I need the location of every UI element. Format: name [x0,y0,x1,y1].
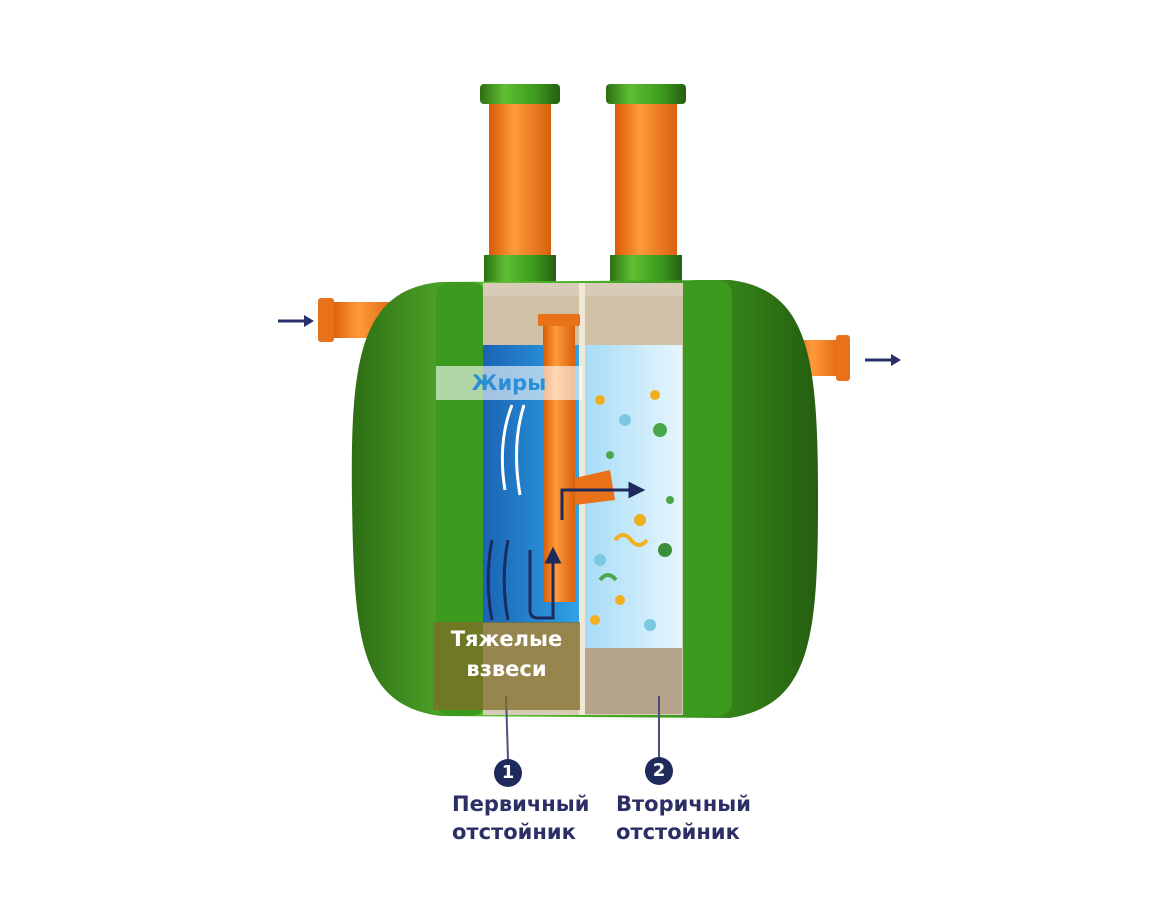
heavy-solids-line1: Тяжелые [450,627,563,651]
inflow-arrow-icon [278,315,314,327]
bacteria-illustration [590,390,674,631]
chamber-label-2: Вторичный отстойник [616,790,751,846]
heavy-solids-line2: взвеси [466,657,547,681]
rising-flow-arrows [500,404,526,496]
outflow-arrow-icon [865,354,901,366]
heavy-solids-label: Тяжелые взвеси [433,622,580,710]
riser-right [606,84,686,290]
riser-left [480,84,560,290]
chamber-number-2: 2 [645,757,673,785]
chamber-2-line2: отстойник [616,820,740,844]
chamber-number-1: 1 [494,759,522,787]
fats-label: Жиры [436,366,582,400]
chamber-label-1: Первичный отстойник [452,790,589,846]
chamber-1-line1: Первичный [452,792,590,816]
chamber-1-line2: отстойник [452,820,576,844]
chamber-2-line1: Вторичный [616,792,751,816]
sinking-flow-arrows [486,481,646,621]
